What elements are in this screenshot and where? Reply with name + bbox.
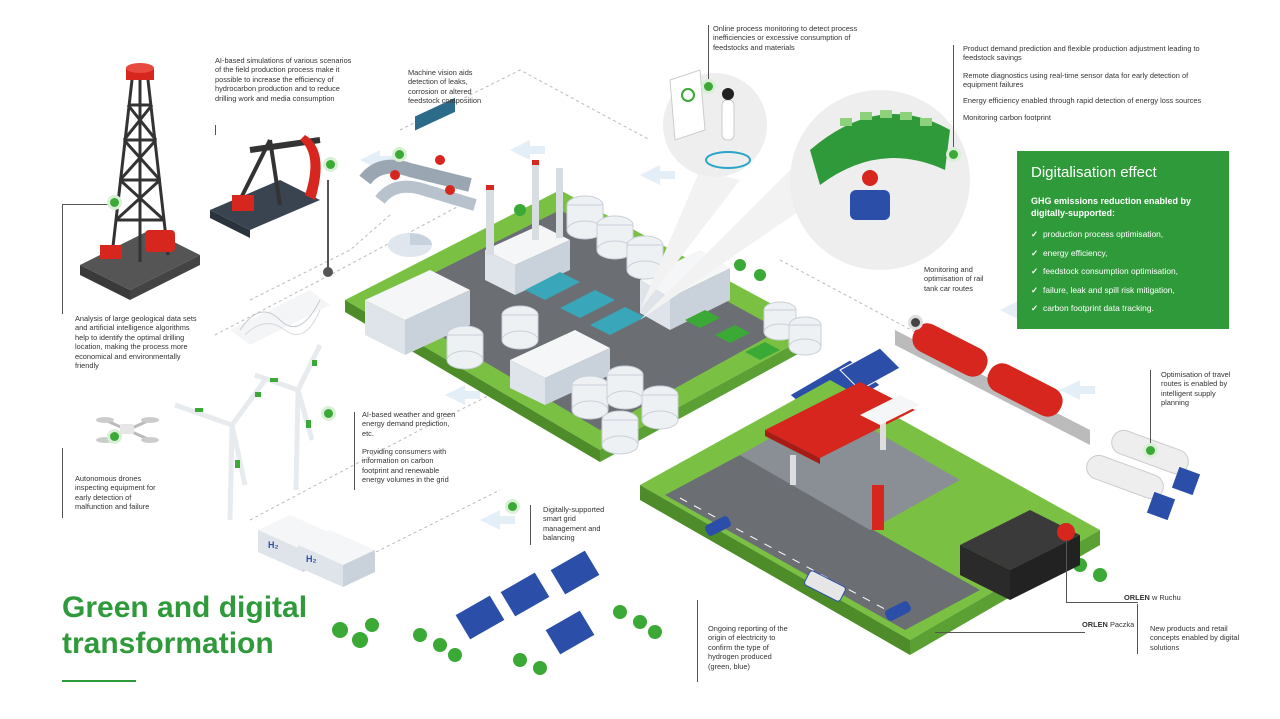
pointer-line [1137, 604, 1138, 654]
marker-dot [324, 409, 333, 418]
effect-item: ✓ failure, leak and spill risk mitigation… [1031, 281, 1227, 300]
scientist-bubble [640, 69, 767, 310]
annotation-rail: Monitoring and optimisation of rail tank… [924, 265, 984, 293]
pointer-line [62, 204, 114, 205]
pointer-line [1066, 540, 1067, 602]
check-icon: ✓ [1031, 284, 1039, 295]
pointer-line [935, 632, 1085, 633]
marker-dot [110, 432, 119, 441]
title-line-2: transformation [62, 627, 274, 660]
pipes [359, 155, 477, 211]
pointer-line [62, 448, 63, 518]
effect-item: ✓ energy efficiency, [1031, 244, 1227, 263]
pointer-line [530, 505, 531, 545]
effect-item: ✓ carbon footprint data tracking. [1031, 299, 1227, 318]
tank-train [895, 323, 1090, 445]
gas-station [765, 382, 920, 530]
effect-item: ✓ feedstock consumption optimisation, [1031, 262, 1227, 281]
vehicles [705, 516, 911, 621]
brand-orlen-w-ruchu: ORLEN w Ruchu [1124, 593, 1181, 602]
turbine-marks [195, 360, 317, 468]
annotation-online-monitoring: Online process monitoring to detect proc… [713, 24, 858, 52]
hydrogen-tanks [258, 515, 375, 587]
pie-chart-icon [388, 233, 432, 257]
page-title: Green and digital transformation [62, 590, 307, 662]
annotation-machine-vision: Machine vision aids detection of leaks, … [408, 68, 482, 106]
tanker-trucks [1086, 429, 1201, 521]
drone [96, 417, 159, 443]
effect-item-text: feedstock consumption optimisation, [1043, 266, 1179, 277]
title-line-1: Green and digital [62, 591, 308, 624]
hydrogen-label: H₂ [306, 554, 317, 564]
pointer-line [1066, 602, 1138, 603]
brand-orlen-paczka: ORLEN Paczka [1082, 620, 1134, 629]
check-icon: ✓ [1031, 247, 1039, 258]
brand-suffix: Paczka [1109, 620, 1135, 629]
annotation-remote-diagnostics: Remote diagnostics using real-time senso… [963, 71, 1189, 90]
marker-dot [1146, 446, 1155, 455]
annotation-retail: New products and retail concepts enabled… [1150, 624, 1240, 652]
annotation-demand-prediction: Product demand prediction and flexible p… [963, 44, 1200, 63]
wind-turbines [174, 343, 323, 521]
check-icon: ✓ [1031, 229, 1039, 239]
marker-dot [508, 502, 517, 511]
effect-item-text: production process optimisation, [1043, 229, 1164, 239]
annotation-smart-grid: Digitally-supported smart grid managemen… [543, 505, 605, 543]
marker-dot [949, 150, 958, 159]
pointer-line [62, 204, 63, 314]
digitalisation-effect-panel: Digitalisation effect GHG emissions redu… [1017, 151, 1229, 329]
annotation-carbon-footprint: Monitoring carbon footprint [963, 113, 1051, 122]
annotation-travel: Optimisation of travel routes is enabled… [1161, 370, 1231, 408]
annotation-simulations: AI-based simulations of various scenario… [215, 56, 352, 103]
effect-subheading: GHG emissions reduction enabled by digit… [1031, 196, 1192, 218]
drilling-rig [80, 63, 200, 300]
hydrogen-label: H₂ [268, 540, 279, 550]
brand-suffix: w Ruchu [1151, 593, 1181, 602]
marker-dot [110, 198, 119, 207]
brand-name: ORLEN [1082, 620, 1108, 629]
pointer-line [697, 600, 698, 682]
effect-list: ✓ production process optimisation, ✓ energ… [1031, 225, 1227, 318]
pump-jack [210, 135, 333, 277]
pointer-line [708, 25, 709, 85]
retail-shop [960, 510, 1080, 600]
control-room-bubble [640, 90, 970, 320]
effect-item: ✓ production process optimisation, [1031, 225, 1227, 244]
marker-dot [704, 82, 713, 91]
annotation-consumer-info: Providing consumers with information on … [362, 447, 449, 485]
wave-chart-icon [230, 290, 330, 345]
pointer-line [1150, 370, 1151, 445]
annotation-electricity-origin: Ongoing reporting of the origin of elect… [708, 624, 788, 671]
refinery-platform [345, 97, 822, 462]
pointer-line [215, 125, 216, 135]
annotation-energy-efficiency: Energy efficiency enabled through rapid … [963, 96, 1202, 105]
check-icon: ✓ [1031, 303, 1039, 314]
pointer-line [354, 412, 355, 490]
pointer-line [953, 45, 954, 153]
annotation-drones: Autonomous drones inspecting equipment f… [75, 474, 156, 512]
effect-item-text: carbon footprint data tracking. [1043, 303, 1154, 314]
check-icon: ✓ [1031, 266, 1039, 277]
marker-dot [326, 160, 335, 169]
marker-dot [911, 318, 920, 327]
effect-heading: Digitalisation effect [1031, 164, 1157, 181]
annotation-weather: AI-based weather and green energy demand… [362, 410, 456, 438]
annotation-geological: Analysis of large geological data sets a… [75, 314, 197, 371]
effect-item-text: failure, leak and spill risk mitigation, [1043, 284, 1175, 295]
title-underline [62, 680, 136, 682]
effect-item-text: energy efficiency, [1043, 247, 1108, 258]
marker-dot [395, 150, 404, 159]
brand-name: ORLEN [1124, 593, 1150, 602]
